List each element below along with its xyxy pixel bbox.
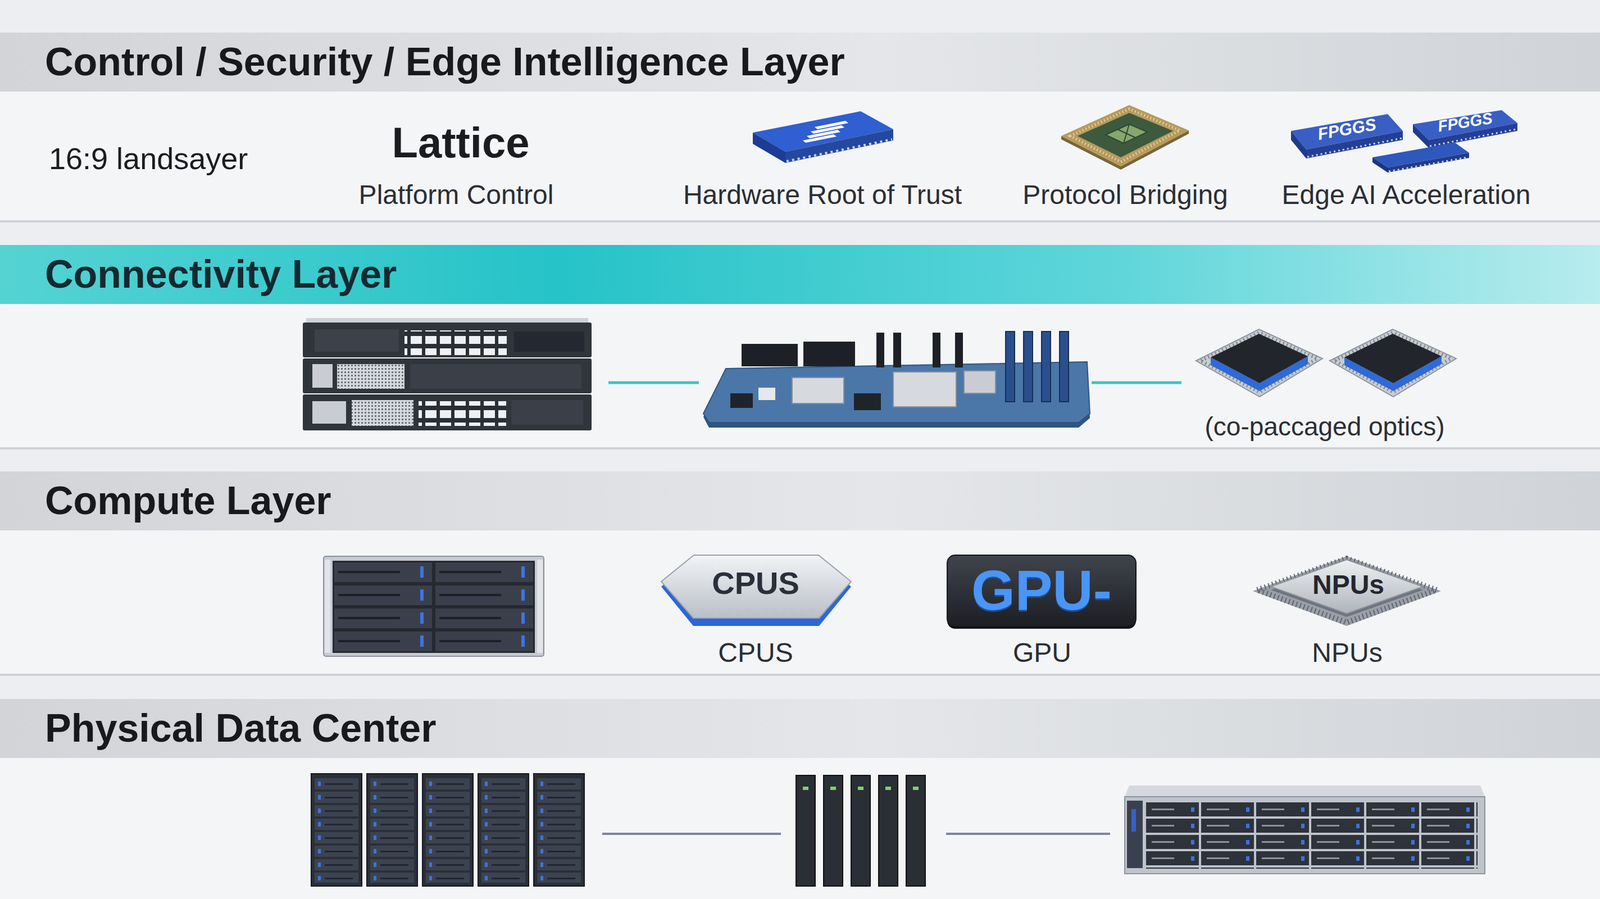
illustration-part [1329, 329, 1457, 397]
illustration-part [1201, 332, 1318, 393]
illustration-part [802, 134, 837, 143]
illustration-part [802, 120, 849, 143]
security-chip: Hardware Root of Trust [730, 105, 916, 221]
optics-chips: (co-paccaged optics) [1185, 320, 1467, 444]
node-caption: CPUS [615, 636, 897, 670]
illustration-part [1210, 333, 1308, 384]
illustration-part [1412, 124, 1429, 148]
illustration-part [785, 129, 894, 163]
layer-band: Compute LayerCPUSCPUSGPU-GPUNPUsNPUs [0, 471, 1600, 676]
illustration-part [1070, 108, 1180, 162]
bridge-chip: Protocol Bridging [1044, 101, 1208, 222]
npu-chip: NPUsNPUs [1235, 550, 1461, 672]
gpu-block: GPU-GPU [932, 550, 1152, 672]
cpu-hexagon: CPUSCPUS [640, 550, 871, 672]
brand-name: Lattice [348, 119, 574, 167]
node-caption: NPUs [1206, 636, 1488, 670]
node-caption: GPU [901, 636, 1183, 670]
fpga-chip: FPGGS [1286, 111, 1408, 165]
shape-text: NPUs [1235, 569, 1461, 600]
layer-title: Control / Security / Edge Intelligence L… [44, 40, 845, 84]
illustration-part [947, 557, 1136, 629]
layer-title: Compute Layer [44, 479, 332, 522]
illustration-part [947, 555, 1136, 627]
shape-text: GPU- [947, 558, 1136, 621]
node-caption: Protocol Bridging [984, 178, 1266, 212]
illustration-part [1061, 105, 1189, 167]
illustration-part [752, 132, 786, 163]
layer-title: Connectivity Layer [44, 252, 397, 296]
illustration-part [1344, 333, 1442, 384]
item-caption: Platform Control [315, 178, 597, 212]
aspect-note: 16:9 landsayer [48, 142, 248, 175]
layer-band: Physical Data Center [0, 698, 1600, 899]
illustration-part [1123, 124, 1130, 144]
item-caption: Edge AI Acceleration [1265, 178, 1547, 212]
illustration-part [786, 139, 893, 162]
illustration-part [1105, 124, 1148, 144]
illustration-part [1291, 130, 1307, 159]
layer-band: Connectivity Layer (co-paccaged optics) [0, 244, 1600, 450]
fpga-chip: FPGGS [1408, 107, 1522, 153]
node-caption: (co-paccaged optics) [1184, 410, 1466, 443]
shape-text: CPUS [640, 566, 871, 600]
layer-title: Physical Data Center [44, 706, 436, 750]
illustration-part [1196, 329, 1323, 397]
illustration-part [1334, 332, 1452, 393]
node-caption: Hardware Root of Trust [682, 178, 963, 212]
illustration-part [1077, 112, 1174, 158]
